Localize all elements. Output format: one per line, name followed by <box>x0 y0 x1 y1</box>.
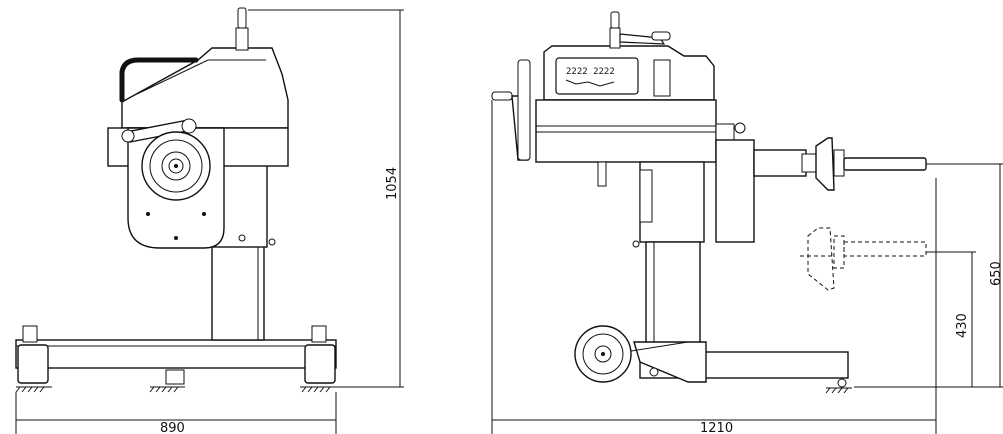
dim-lower-height: 430 <box>955 313 970 338</box>
side-body <box>535 99 717 163</box>
dim-total-height: 1054 <box>385 167 400 200</box>
side-spindle-housing <box>753 149 807 177</box>
front-column <box>211 245 265 341</box>
ground-marks-front <box>15 386 338 393</box>
side-flange <box>815 137 835 191</box>
ground-marks-side <box>825 387 852 394</box>
side-display-panel <box>555 57 639 95</box>
side-shaft <box>843 157 927 171</box>
side-gearbox <box>715 139 755 243</box>
front-foot-right <box>304 344 336 384</box>
dim-front-width: 890 <box>160 421 185 434</box>
side-lowered-position <box>800 227 976 291</box>
dim-upper-height: 650 <box>989 261 1003 286</box>
front-foot-left <box>17 344 49 384</box>
front-view: 890 1054 <box>15 7 404 434</box>
side-wheel-bracket <box>633 341 707 383</box>
side-column <box>645 241 701 345</box>
front-base-beam <box>15 339 337 369</box>
dim-side-width: 1210 <box>700 421 733 434</box>
side-hand-crank <box>491 59 531 434</box>
side-view: 2222 2222 <box>491 11 1003 434</box>
display-left: 2222 2222 <box>566 67 615 77</box>
